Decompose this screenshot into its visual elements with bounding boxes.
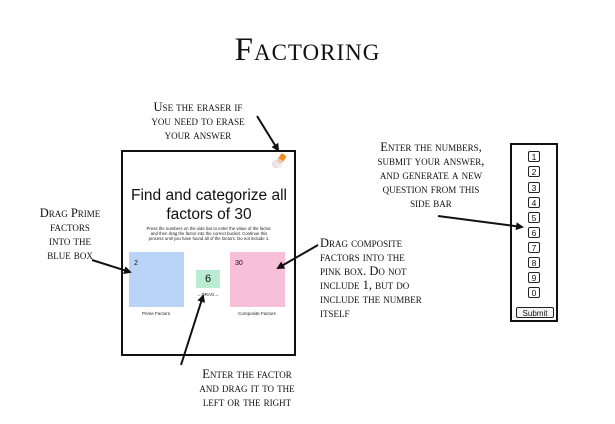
note-line: blue box xyxy=(47,248,93,262)
number-button-1[interactable]: 1 xyxy=(528,151,540,162)
factor-input-box[interactable]: 6 xyxy=(196,270,220,288)
question-heading: Find and categorize all factors of 30 xyxy=(121,186,297,224)
number-button-8[interactable]: 8 xyxy=(528,257,540,268)
note-line: Enter the numbers, xyxy=(380,140,482,154)
note-line: your answer xyxy=(164,128,232,142)
note-line: side bar xyxy=(410,196,452,210)
number-button-5[interactable]: 5 xyxy=(528,212,540,223)
note-line: include 1, but do xyxy=(320,278,410,292)
prime-factor-value[interactable]: 2 xyxy=(134,260,138,267)
number-button-4[interactable]: 4 xyxy=(528,197,540,208)
sidebar-note: Enter the numbers, submit your answer, a… xyxy=(356,140,506,210)
number-button-9[interactable]: 9 xyxy=(528,272,540,283)
eraser-icon[interactable] xyxy=(270,152,288,170)
prime-arrow xyxy=(91,259,132,275)
page-title: Factoring xyxy=(234,32,381,68)
note-line: and drag it to the xyxy=(199,381,295,395)
number-button-0[interactable]: 0 xyxy=(528,287,540,298)
note-line: question from this xyxy=(382,182,480,196)
note-line: factors xyxy=(50,220,90,234)
instruction-line: and then drag the factor into the correc… xyxy=(150,231,268,237)
note-line: include the number xyxy=(320,292,422,306)
eraser-arrow xyxy=(256,115,280,152)
sidebar-arrow xyxy=(437,215,524,231)
note-line: Enter the factor xyxy=(202,367,292,381)
note-line: itself xyxy=(320,306,350,320)
note-line: Drag Prime xyxy=(39,206,101,220)
composite-note: Drag composite factors into the pink box… xyxy=(320,236,470,320)
note-line: left or the right xyxy=(202,395,292,409)
note-line: into the xyxy=(49,234,91,248)
factor-arrow xyxy=(180,294,205,366)
factor-note: Enter the factor and drag it to the left… xyxy=(172,367,322,409)
note-line: you need to erase xyxy=(151,114,245,128)
instruction-line: Press the numbers on the side bar to ent… xyxy=(146,226,272,231)
note-line: pink box. Do not xyxy=(320,264,407,278)
panel-instructions: Press the numbers on the side bar to ent… xyxy=(136,226,282,242)
note-line: Use the eraser if xyxy=(153,100,243,114)
note-line: Drag composite xyxy=(320,236,403,250)
composite-factor-value[interactable]: 30 xyxy=(235,260,243,267)
prime-note: Drag Prime factors into the blue box xyxy=(20,206,120,262)
number-button-3[interactable]: 3 xyxy=(528,182,540,193)
composite-arrow xyxy=(276,244,319,269)
drag-label: ←DRAG→ xyxy=(196,292,219,297)
prime-factors-bucket[interactable]: 2 xyxy=(129,252,184,307)
number-button-6[interactable]: 6 xyxy=(528,227,540,238)
number-button-2[interactable]: 2 xyxy=(528,166,540,177)
note-line: factors into the xyxy=(320,250,405,264)
composite-factors-bucket[interactable]: 30 xyxy=(230,252,285,307)
heading-line: factors of 30 xyxy=(166,206,252,223)
submit-button[interactable]: Submit xyxy=(516,307,554,318)
composite-factors-label: Composite Factors xyxy=(238,311,276,316)
note-line: and generate a new xyxy=(379,168,483,182)
eraser-note: Use the eraser if you need to erase your… xyxy=(118,100,278,142)
instruction-line: process until you have found all of the … xyxy=(148,236,270,242)
note-line: submit your answer, xyxy=(377,154,485,168)
number-button-7[interactable]: 7 xyxy=(528,242,540,253)
heading-line: Find and categorize all xyxy=(131,187,287,204)
prime-factors-label: Prime Factors xyxy=(141,311,170,316)
